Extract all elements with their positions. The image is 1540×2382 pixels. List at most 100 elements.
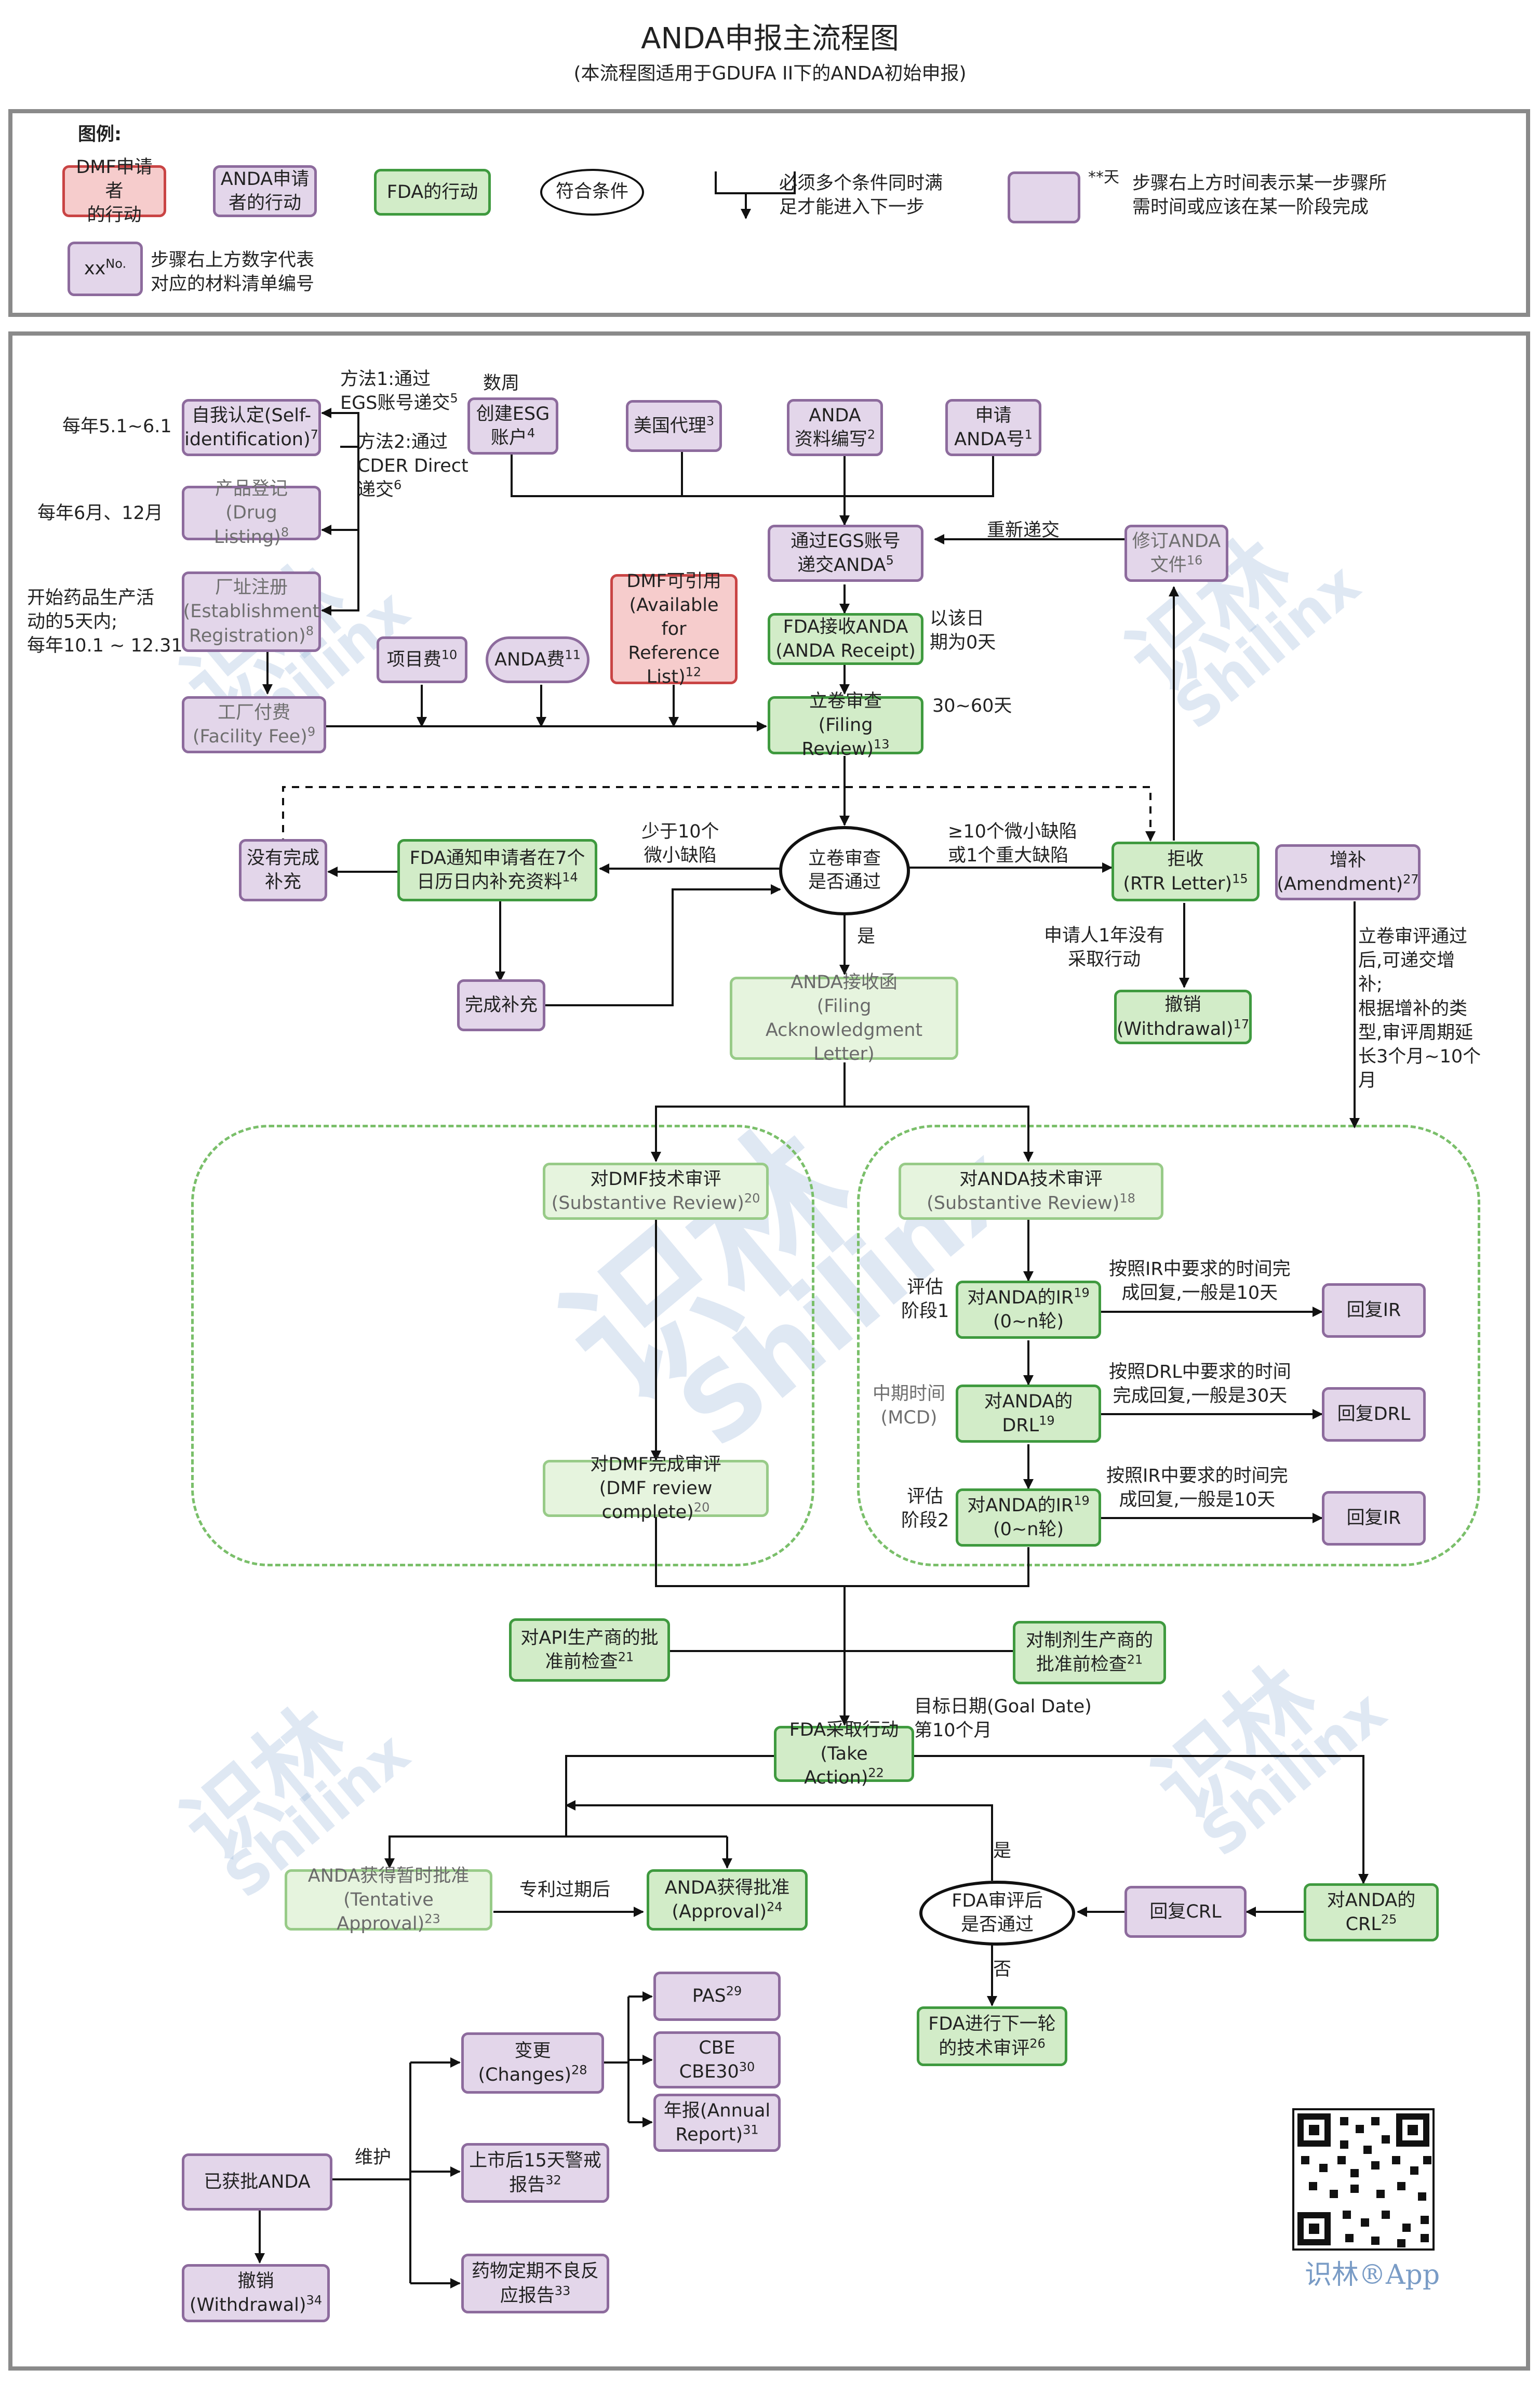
label-goal-l2: 第10个月 [914,1720,992,1741]
node-tentative-sup: 23 [424,1911,440,1926]
legend-time-l2: 需时间或应该在某一阶段完成 [1132,197,1369,218]
label-maintain: 维护 [355,2147,392,2168]
node-revise-anda: 修订ANDA 文件16 [1124,525,1228,582]
node-ir-round2: 对ANDA的IR19 (0~n轮) [956,1488,1101,1547]
node-reject-sup: 15 [1232,871,1248,886]
label-phase2-l1: 评估 [907,1486,944,1507]
node-drl-l1: 对ANDA的 [984,1391,1073,1412]
node-dmf-ref-sup: 12 [685,664,702,680]
node-review-pass-l2: 是否通过 [960,1914,1034,1935]
label-yearly-may: 每年5.1~6.1 [62,416,172,437]
node-reject-l2-wrap: (RTR Letter)15 [1123,872,1248,896]
legend-heading: 图例: [78,124,122,145]
label-start-l1: 开始药品生产活 [27,588,155,608]
node-reply-ir1[interactable]: 回复IR [1322,1283,1426,1338]
node-dmf-reference-list: DMF可引用 (Available for Reference List)12 [610,571,738,687]
node-establishment-registration: 厂址注册 (Establishment Registration)8 [182,571,321,652]
label-method1-sup: 5 [450,391,458,406]
node-approved-l1: 已获批ANDA [204,2171,311,2192]
node-amend-l2-wrap: (Amendment)27 [1277,872,1418,896]
node-reply-ir2-l1: 回复IR [1346,1508,1401,1529]
node-dmf-ref-l1: DMF可引用 [626,570,721,592]
node-anda-substantive-review: 对ANDA技术审评 (Substantive Review)18 [899,1163,1163,1220]
label-start-5days: 开始药品生产活 动的5天内; 每年10.1 ~ 12.31 [27,586,183,658]
node-est-l3-wrap: Registration)8 [189,624,314,648]
node-facility-fee-l2: (Facility Fee) [192,726,307,747]
node-dmf-rev-l2: (Substantive Review) [551,1193,744,1214]
node-reply-crl[interactable]: 回复CRL [1124,1886,1247,1938]
node-annual-sup: 31 [743,2122,759,2137]
node-approved-anda: 已获批ANDA [182,2153,332,2211]
dmf-review-zone [191,1125,814,1566]
label-ir2-time-l2: 成回复,一般是10天 [1119,1489,1276,1511]
node-take-action-l2: (Take Action) [804,1743,868,1789]
label-major-defect: ≥10个微小缺陷 或1个重大缺陷 [948,820,1077,868]
legend-time-desc: 步骤右上方时间表示某一步骤所 需时间或应该在某一阶段完成 [1132,171,1387,219]
node-esg-l1: 创建ESG [476,403,550,424]
node-next-round-l2-wrap: 的技术审评26 [939,2037,1046,2060]
label-yes-2: 是 [993,1841,1012,1861]
node-periodic-adverse-report: 药物定期不良反 应报告33 [461,2254,609,2313]
node-next-round-l2: 的技术审评 [939,2038,1030,2059]
node-cbe-l2-wrap: CBE3030 [679,2060,755,2084]
node-anda-rev-l2-wrap: (Substantive Review)18 [927,1191,1135,1215]
label-amend-l5: 型,审评周期延 [1358,1022,1474,1043]
node-create-esg: 创建ESG 账户4 [467,397,558,455]
legend-fda-action: FDA的行动 [374,169,491,216]
legend-number-text: xxNo. [84,257,126,281]
anda-review-zone [857,1125,1480,1566]
node-ir2-l1: 对ANDA的IR [967,1495,1074,1516]
node-anda-fee-l1: ANDA费 [494,649,565,670]
node-ack-l3: Letter) [813,1044,875,1065]
node-dmf-ref-l4-wrap: List)12 [647,665,701,689]
label-mcd-l2: (MCD) [880,1407,938,1429]
node-15day-alert-report: 上市后15天警戒 报告32 [461,2143,609,2203]
page-title: ANDA申报主流程图 [641,22,899,56]
label-goal-date: 目标日期(Goal Date) 第10个月 [914,1695,1092,1742]
node-pas-l1-wrap: PAS29 [692,1984,742,2008]
label-amend-note: 立卷审评通过 后,可递交增 补; 根据增补的类 型,审评周期延 长3个月~10个… [1358,925,1481,1093]
label-patent-expiry: 专利过期后 [519,1880,611,1900]
node-drug-listing-sup: 8 [280,524,289,539]
node-project-fee-l1: 项目费 [386,649,441,670]
label-drl-time-l1: 按照DRL中要求的时间 [1109,1362,1291,1382]
node-product-inspection: 对制剂生产商的 批准前检查21 [1013,1621,1166,1684]
node-dmf-rev-l2-wrap: (Substantive Review)20 [552,1191,760,1215]
node-pas: PAS29 [653,1972,781,2021]
node-anda-compile: ANDA 资料编写2 [787,399,883,456]
node-product-l2: 批准前检查 [1036,1654,1127,1675]
node-next-review-round: FDA进行下一轮 的技术审评26 [917,2006,1067,2066]
node-revise-l2-wrap: 文件16 [1150,553,1203,577]
label-resubmit: 重新递交 [987,520,1060,541]
node-drl-sup: 19 [1039,1413,1055,1428]
node-annual-report: 年报(Annual Report)31 [653,2094,781,2152]
node-reply-ir2[interactable]: 回复IR [1322,1491,1426,1546]
node-tentative-l1: ANDA获得暂时批准 [307,1865,470,1886]
label-method2-sup: 6 [394,477,402,493]
node-self-identification: 自我认定(Self- identification)7 [182,399,321,456]
label-drl-time: 按照DRL中要求的时间 完成回复,一般是30天 [1109,1360,1291,1408]
node-anda-rev-l2: (Substantive Review) [927,1193,1120,1214]
node-complete-supp-l1: 完成补充 [464,994,538,1016]
legend-multi-condition: 必须多个条件同时满 足才能进入下一步 [779,171,943,219]
legend-time-l1: 步骤右上方时间表示某一步骤所 [1132,173,1387,194]
label-start-l2: 动的5天内; [27,611,118,633]
node-drug-listing-l2-wrap: (Drug Listing)8 [188,501,315,549]
node-withdraw-rtr-l1: 撤销 [1164,994,1201,1016]
node-pas-l1: PAS [692,1986,726,2007]
legend-time-box [1008,171,1080,223]
node-filing-l2-wrap: (Filing Review)13 [773,713,918,761]
node-reject-l1: 拒收 [1167,849,1204,870]
node-facility-fee-l2-wrap: (Facility Fee)9 [193,725,315,749]
node-filing-sup: 13 [873,737,890,752]
node-approval-l2: (Approval) [672,1901,767,1922]
label-minor-l2: 微小缺陷 [644,845,717,867]
node-reply-drl[interactable]: 回复DRL [1322,1387,1426,1442]
node-filing-l2: (Filing Review) [801,714,874,760]
label-no-action-l1: 申请人1年没有 [1044,925,1165,946]
node-submit-l2: 递交ANDA [797,555,886,576]
label-no-2: 否 [993,1959,1012,1980]
node-reply-ir1-l1: 回复IR [1346,1300,1401,1321]
node-tentative-l2-wrap: (Tentative Approval)23 [290,1888,487,1936]
